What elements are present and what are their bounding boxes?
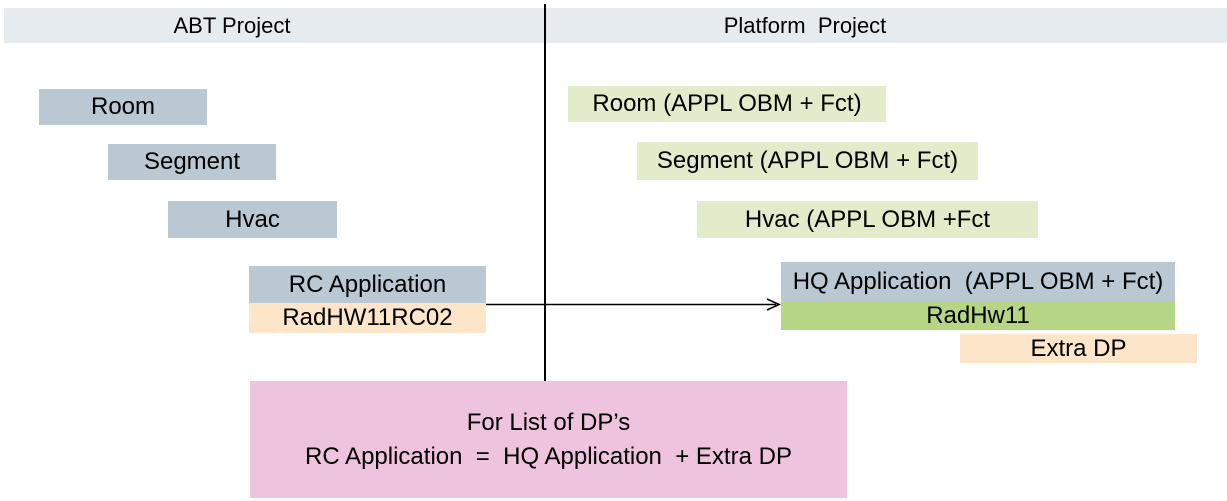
note-line-2: RC Application = HQ Application + Extra … [305, 442, 792, 470]
abt-room-box: Room [39, 89, 207, 125]
rc-to-hq-arrow [486, 298, 781, 311]
platform-segment-box: Segment (APPL OBM + Fct) [637, 142, 978, 180]
abt-radhw11rc02-box: RadHW11RC02 [249, 303, 486, 333]
header-bar [4, 8, 1227, 43]
platform-extra-dp-box: Extra DP [960, 334, 1197, 363]
platform-project-title: Platform Project [723, 12, 887, 38]
abt-hvac-box: Hvac [168, 201, 337, 238]
abt-project-title: ABT Project [173, 12, 291, 38]
note-line-1: For List of DP’s [466, 408, 631, 436]
abt-rc-application-box: RC Application [249, 266, 486, 303]
dp-note-box: For List of DP’s RC Application = HQ App… [250, 381, 847, 498]
platform-radhw11-box: RadHw11 [781, 301, 1175, 330]
platform-hvac-box: Hvac (APPL OBM +Fct [697, 201, 1038, 238]
abt-segment-box: Segment [108, 144, 276, 180]
column-divider-line [544, 4, 546, 381]
platform-hq-application-box: HQ Application (APPL OBM + Fct) [781, 262, 1175, 301]
platform-room-box: Room (APPL OBM + Fct) [568, 86, 886, 122]
